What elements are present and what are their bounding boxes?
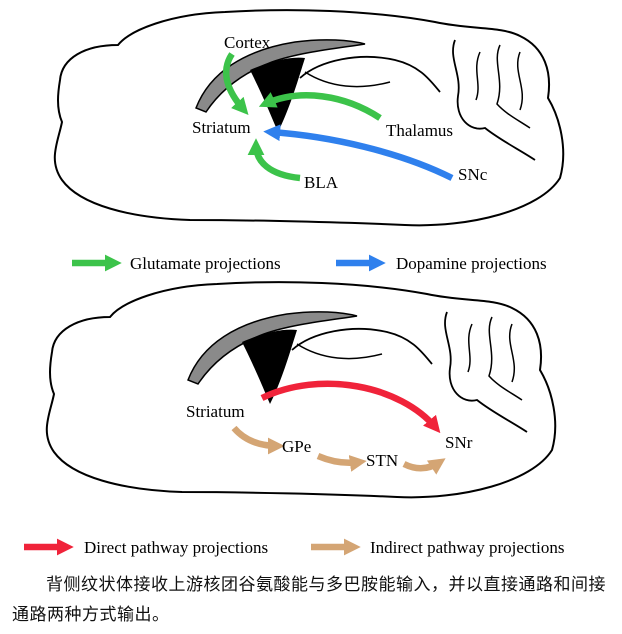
- arrow-striatum-gpe: [234, 428, 278, 446]
- cerebellum-fold-bottom-1: [468, 324, 472, 372]
- caption-text: 背侧纹状体接收上游核团谷氨酸能与多巴胺能输入，并以直接通路和间接通路两种方式输出…: [12, 570, 612, 630]
- arrow-stn-snr: [404, 462, 440, 468]
- arrow-bla-striatum: [256, 145, 300, 178]
- legend-glutamate-label: Glutamate projections: [130, 254, 281, 273]
- hippocampus-curve-top: [305, 72, 390, 87]
- cerebellum-fold-top-1: [476, 52, 480, 100]
- bottom-legend: Direct pathway projections Indirect path…: [24, 538, 565, 557]
- bottom-panel: Striatum GPe STN SNr: [47, 282, 555, 497]
- label-gpe: GPe: [282, 437, 311, 456]
- label-striatum-bottom: Striatum: [186, 402, 245, 421]
- top-panel: Cortex Striatum Thalamus BLA SNc: [55, 10, 563, 225]
- top-legend: Glutamate projections Dopamine projectio…: [72, 254, 547, 273]
- midbrain-curve-top: [300, 57, 440, 92]
- label-stn: STN: [366, 451, 398, 470]
- hippocampus-curve-bottom: [297, 344, 382, 359]
- label-snr: SNr: [445, 433, 473, 452]
- arrow-gpe-stn: [318, 456, 360, 463]
- legend-indirect-label: Indirect pathway projections: [370, 538, 565, 557]
- label-bla: BLA: [304, 173, 339, 192]
- cerebellum-fold-bottom-3: [510, 324, 515, 382]
- midbrain-curve-bottom: [292, 329, 432, 364]
- cerebellum-fold-top-2: [497, 45, 530, 128]
- label-snc: SNc: [458, 165, 488, 184]
- label-striatum-top: Striatum: [192, 118, 251, 137]
- legend-direct-label: Direct pathway projections: [84, 538, 268, 557]
- arrow-striatum-snr-direct: [262, 384, 436, 428]
- cerebellum-fold-bottom-2: [489, 317, 522, 400]
- label-thalamus: Thalamus: [386, 121, 453, 140]
- legend-dopamine-label: Dopamine projections: [396, 254, 547, 273]
- figure-caption: 背侧纹状体接收上游核团谷氨酸能与多巴胺能输入，并以直接通路和间接通路两种方式输出…: [12, 570, 612, 630]
- cerebellum-fold-top-3: [518, 52, 523, 110]
- label-cortex: Cortex: [224, 33, 271, 52]
